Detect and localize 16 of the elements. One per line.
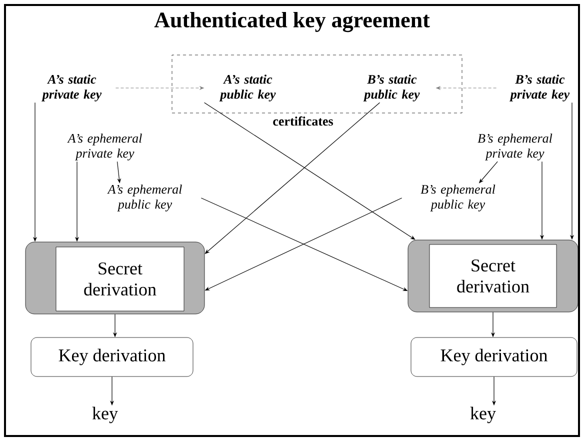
key-label: A’s ephemeral public key — [107, 184, 182, 212]
key-label: B’s ephemeral public key — [420, 184, 496, 212]
process-box: Secret derivation — [429, 244, 557, 308]
key-label: B’s ephemeral private key — [478, 134, 552, 160]
key-label: A’s ephemeral private key — [67, 134, 142, 160]
key-label: B’s static private key — [509, 74, 570, 102]
title: Authenticated key agreement — [154, 12, 430, 32]
process-box: Key derivation — [410, 337, 578, 377]
process-box: Secret derivation — [56, 246, 184, 312]
node-label: certificates — [273, 116, 334, 126]
process-box: Key derivation — [30, 337, 194, 377]
output-label: key — [470, 406, 496, 424]
key-label: B’s static public key — [363, 74, 420, 102]
key-label: A’s static private key — [41, 74, 102, 102]
output-label: key — [92, 406, 118, 424]
key-label: A’s static public key — [219, 74, 276, 102]
